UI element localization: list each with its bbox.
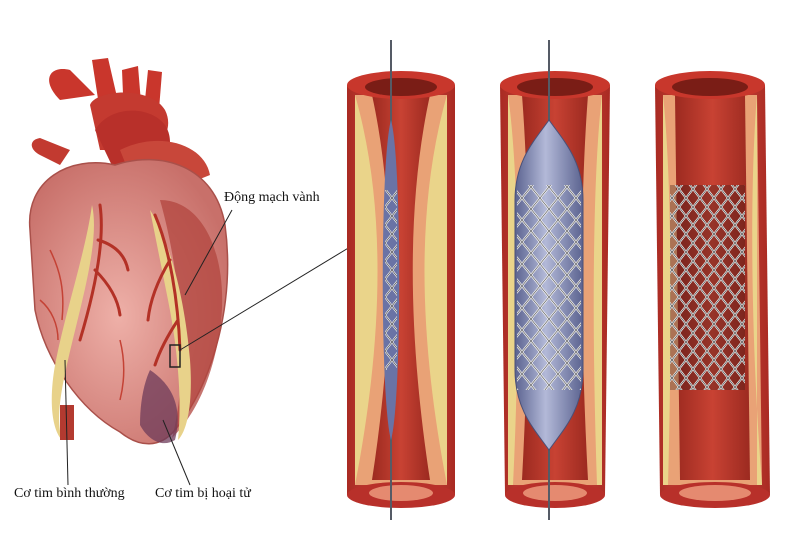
label-necrotic-myocardium: Cơ tim bị hoại tử bbox=[155, 486, 251, 501]
heart-illustration bbox=[28, 58, 229, 445]
artery-stage-1-icon bbox=[347, 40, 455, 520]
label-normal-myocardium: Cơ tim bình thường bbox=[14, 486, 125, 501]
leader-lines bbox=[64, 209, 351, 486]
artery-stage-2-icon bbox=[500, 40, 610, 520]
artery-stage-3-icon bbox=[655, 71, 770, 508]
label-coronary-artery: Động mạch vành bbox=[224, 190, 320, 205]
